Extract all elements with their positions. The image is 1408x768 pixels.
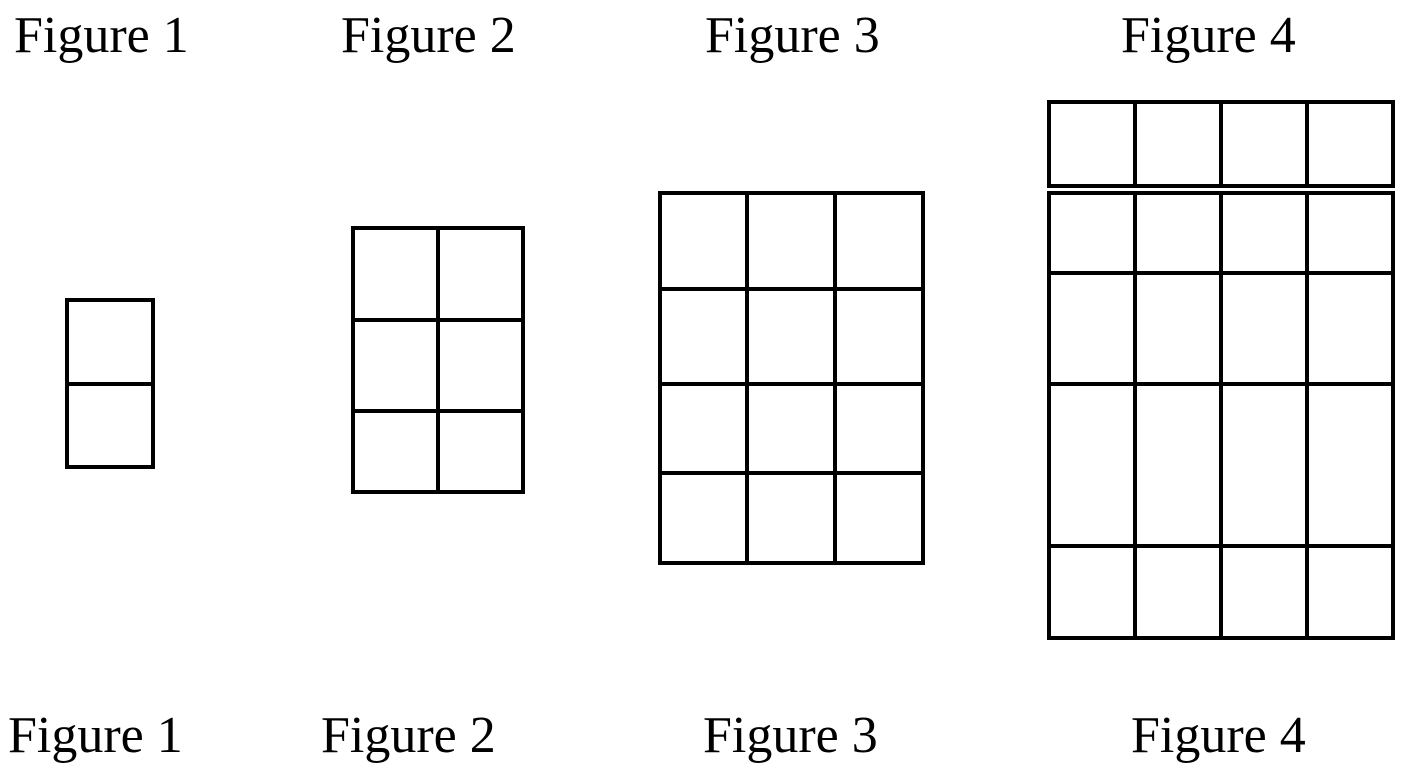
top-label-figure-2: Figure 2 (341, 7, 516, 64)
figure-2-grid (351, 226, 525, 494)
figure-3-grid (658, 191, 925, 565)
bottom-label-figure-2: Figure 2 (321, 707, 496, 764)
top-label-figure-4: Figure 4 (1121, 7, 1296, 64)
bottom-label-figure-1: Figure 1 (8, 707, 183, 764)
figure-1-grid (65, 298, 155, 469)
top-label-figure-3: Figure 3 (705, 7, 880, 64)
figure-4-grid (1047, 100, 1395, 640)
top-label-figure-1: Figure 1 (14, 7, 189, 64)
figure-3-outline (658, 191, 925, 565)
bottom-label-figure-3: Figure 3 (703, 707, 878, 764)
bottom-label-figure-4: Figure 4 (1131, 707, 1306, 764)
